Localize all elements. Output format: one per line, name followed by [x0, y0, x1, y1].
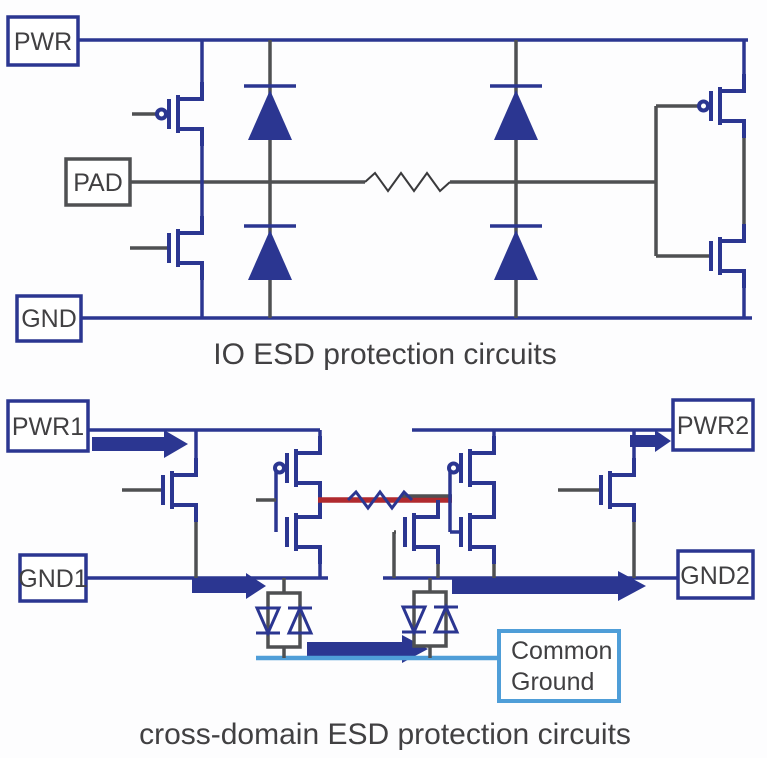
- cross-domain-circuit: PWR1 GND1 PWR2 GND2 Common Ground cross-…: [6, 398, 755, 751]
- nmos-transistor: [459, 498, 496, 566]
- esd-diode-down: [242, 224, 298, 282]
- esd-diode-down: [488, 224, 544, 282]
- esd-current-arrow-pwr1: [92, 430, 188, 458]
- esd-current-arrow-gnd2: [452, 571, 646, 601]
- nmos-transistor: [285, 498, 322, 566]
- pad-label: PAD: [73, 169, 123, 197]
- clamp-nmos-transistor: [161, 456, 198, 524]
- nmos-transistor: [403, 498, 440, 566]
- pwr-label: PWR: [14, 28, 72, 56]
- pmos-transistor: [273, 434, 322, 502]
- pwr-box: [6, 15, 80, 67]
- esd-current-arrow-gnd1: [192, 573, 266, 599]
- driver-inverter-domain1: [256, 430, 322, 578]
- common-ground-box: [497, 629, 621, 703]
- gnd-label: GND: [21, 305, 77, 333]
- pad-box: [64, 157, 132, 207]
- gnd1-label: GND1: [18, 565, 87, 593]
- diode-down: [400, 605, 428, 636]
- io-esd-circuit: PWR PAD GND IO ESD protection circuits: [6, 15, 752, 371]
- io-esd-title: IO ESD protection circuits: [213, 338, 556, 371]
- cross-domain-title: cross-domain ESD protection circuits: [139, 718, 631, 751]
- esd-diode-up: [488, 84, 544, 142]
- gnd2-label: GND2: [680, 562, 749, 590]
- esd-diode-column-2: [488, 40, 544, 318]
- common-ground-label-line1: Common: [511, 637, 612, 665]
- diode-down: [254, 606, 282, 637]
- series-resistor: [364, 171, 451, 193]
- power-clamp-1: [122, 430, 198, 578]
- common-ground-label-line2: Ground: [511, 668, 594, 696]
- nmos-transistor: [709, 222, 746, 290]
- clamp-nmos-transistor: [599, 456, 636, 524]
- esd-current-arrow-pwr2: [630, 430, 671, 452]
- pmos-transistor: [697, 72, 746, 140]
- pwr2-box: [671, 398, 755, 452]
- pmos-transistor: [447, 434, 496, 502]
- diode-up: [286, 604, 314, 635]
- esd-diode-up: [242, 84, 298, 142]
- gnd2-box: [676, 549, 755, 600]
- pwr1-box: [6, 399, 90, 453]
- cross-domain-resistor: [346, 489, 414, 511]
- power-clamp-2: [558, 430, 636, 578]
- pmos-transistor: [155, 80, 204, 148]
- secondary-clamp-nmos: [392, 498, 440, 578]
- antiparallel-diode-pair-1: [254, 578, 314, 658]
- diode-up: [432, 603, 460, 634]
- pwr1-label: PWR1: [12, 413, 84, 441]
- gnd-box: [15, 294, 83, 343]
- pwr2-label: PWR2: [677, 412, 749, 440]
- antiparallel-diode-pair-2: [400, 578, 460, 658]
- nmos-transistor: [167, 214, 204, 282]
- output-driver: [654, 40, 746, 318]
- receiver-inverter-domain2: [447, 430, 496, 578]
- gnd1-box: [18, 553, 88, 603]
- esd-diode-column-1: [242, 40, 298, 318]
